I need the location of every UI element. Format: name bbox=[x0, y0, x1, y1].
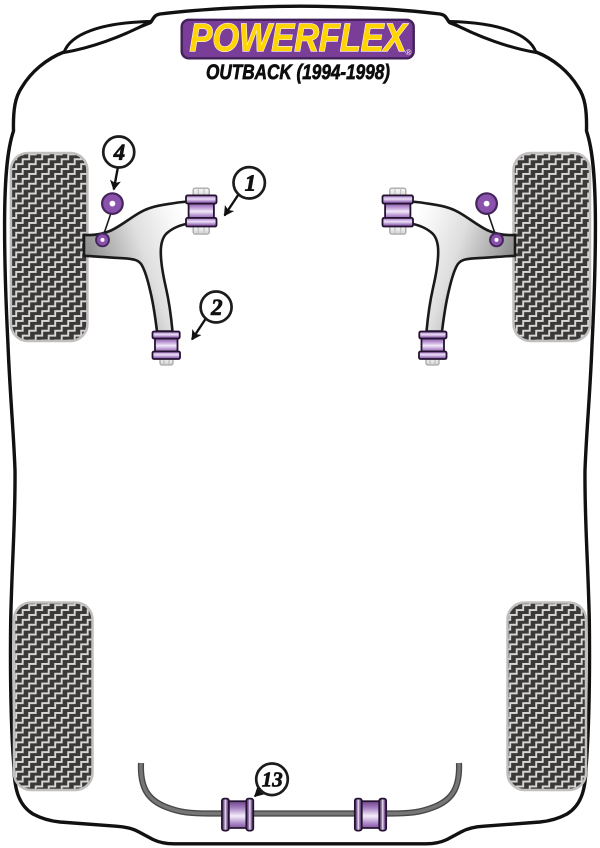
svg-text:OUTBACK (1994-1998): OUTBACK (1994-1998) bbox=[206, 61, 390, 84]
svg-text:®: ® bbox=[406, 48, 412, 57]
svg-text:POWERFLEX: POWERFLEX bbox=[190, 16, 409, 60]
